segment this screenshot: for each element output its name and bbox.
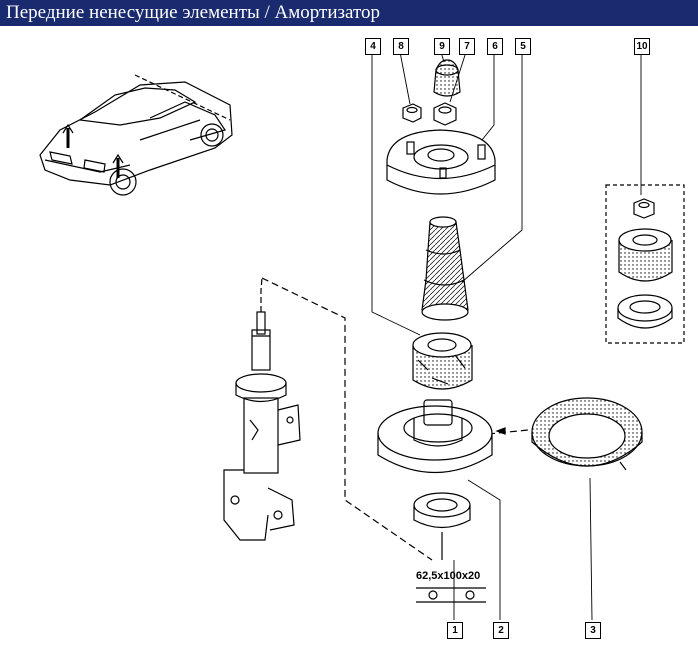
car-illustration bbox=[39, 74, 233, 196]
callout-7: 7 bbox=[459, 38, 475, 55]
part-1-bearing bbox=[413, 492, 471, 560]
callout-6: 6 bbox=[487, 38, 503, 55]
bearing-dimension-label: 62,5x100x20 bbox=[416, 570, 481, 582]
callout-1: 1 bbox=[447, 622, 463, 639]
callout-10: 10 bbox=[634, 38, 650, 55]
callout-2: 2 bbox=[493, 622, 509, 639]
part-6-top-mount bbox=[386, 129, 496, 195]
dimension-symbol bbox=[416, 587, 486, 603]
callout-4: 4 bbox=[365, 38, 381, 55]
shock-absorber-illustration bbox=[223, 277, 301, 541]
connection-lines bbox=[261, 277, 529, 561]
callout-3: 3 bbox=[585, 622, 601, 639]
part-8-nut bbox=[402, 103, 422, 123]
part-3-ring bbox=[531, 397, 643, 471]
part-10-group-box bbox=[605, 184, 685, 344]
part-5-bellows bbox=[421, 216, 469, 321]
callout-5: 5 bbox=[515, 38, 531, 55]
leader-lines bbox=[371, 51, 642, 621]
part-2-spring-seat bbox=[377, 399, 493, 474]
callout-8: 8 bbox=[393, 38, 409, 55]
part-4-bump-stop bbox=[412, 332, 473, 390]
window-title: Передние ненесущие элементы / Амортизато… bbox=[0, 0, 698, 26]
part-9-cap bbox=[433, 59, 461, 97]
part-10-kit bbox=[617, 198, 673, 329]
part-7-nut bbox=[433, 102, 457, 126]
callout-9: 9 bbox=[434, 38, 450, 55]
